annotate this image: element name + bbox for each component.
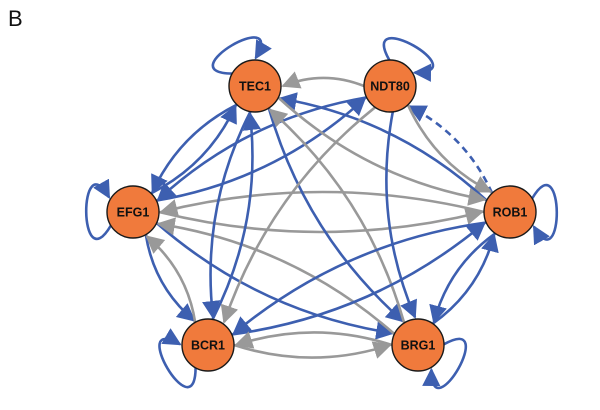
edge-tec1-to-rob1 xyxy=(277,96,487,206)
node-label: BRG1 xyxy=(401,339,436,353)
edge-ndt80-to-bcr1 xyxy=(220,106,376,324)
edge-tec1-to-brg1 xyxy=(267,107,405,323)
node-circle xyxy=(181,318,235,372)
node-efg1: EFG1 xyxy=(106,185,160,239)
edge-rob1-to-efg1 xyxy=(159,190,485,217)
node-label: EFG1 xyxy=(117,206,150,220)
node-circle xyxy=(106,185,160,239)
edge-brg1-to-efg1 xyxy=(156,217,396,335)
node-bcr1: BCR1 xyxy=(181,318,235,372)
edge-ndt80-to-brg1 xyxy=(385,111,417,319)
edge-efg1-to-brg1 xyxy=(155,222,395,340)
edge-tec1-to-tec1 xyxy=(211,36,272,75)
edge-brg1-to-brg1 xyxy=(422,337,468,390)
node-label: TEC1 xyxy=(239,80,271,94)
edge-bcr1-to-efg1 xyxy=(145,235,197,323)
edge-bcr1-to-bcr1 xyxy=(158,328,197,389)
edge-rob1-to-bcr1 xyxy=(232,221,487,335)
edge-efg1-to-rob1 xyxy=(158,207,484,234)
node-circle xyxy=(391,318,445,372)
node-circle xyxy=(483,185,537,239)
edge-rob1-to-tec1 xyxy=(278,92,488,202)
panel-label: B xyxy=(8,6,23,31)
edge-efg1-to-ndt80 xyxy=(156,97,367,202)
edge-ndt80-to-ndt80 xyxy=(382,36,435,82)
edge-brg1-to-rob1 xyxy=(432,233,499,325)
node-circle xyxy=(363,59,417,113)
edge-bcr1-to-tec1 xyxy=(211,111,261,320)
node-brg1: BRG1 xyxy=(391,318,445,372)
edge-efg1-to-efg1 xyxy=(84,178,112,241)
node-label: NDT80 xyxy=(370,80,410,94)
edge-tec1-to-bcr1 xyxy=(202,111,252,320)
node-tec1: TEC1 xyxy=(228,59,282,113)
edge-bcr1-to-rob1 xyxy=(231,222,486,336)
edge-ndt80-to-tec1 xyxy=(281,71,365,89)
node-circle xyxy=(228,59,282,113)
node-label: BCR1 xyxy=(191,339,225,353)
node-label: ROB1 xyxy=(493,206,528,220)
edge-rob1-to-rob1 xyxy=(531,183,559,246)
edge-ndt80-to-efg1 xyxy=(156,96,367,201)
edge-brg1-to-tec1 xyxy=(268,108,406,324)
edge-ndt80-to-rob1 xyxy=(406,104,493,193)
edges-layer xyxy=(84,36,559,390)
node-ndt80: NDT80 xyxy=(363,59,417,113)
node-rob1: ROB1 xyxy=(483,185,537,239)
edge-brg1-to-bcr1 xyxy=(234,331,393,349)
edge-bcr1-to-brg1 xyxy=(233,341,392,359)
edge-rob1-to-brg1 xyxy=(429,232,496,324)
